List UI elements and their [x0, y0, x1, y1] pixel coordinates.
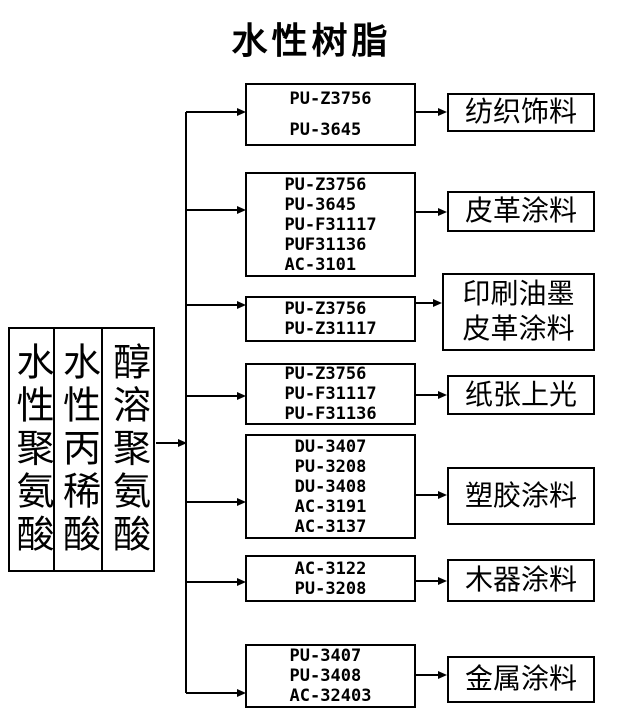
product-codes-box-1: PU-Z3756 PU-3645: [245, 83, 416, 146]
source-box-alcohol-soluble-polyurethane: 醇溶聚氨酸: [101, 327, 155, 572]
product-codes-text-5: DU-3407 PU-3208 DU-3408 AC-3191 AC-3137: [294, 436, 367, 537]
connector-group: [156, 108, 447, 697]
product-codes-box-4: PU-Z3756 PU-F31117 PU-F31136: [245, 363, 416, 425]
product-codes-text-1: PU-Z3756 PU-3645: [289, 88, 372, 140]
product-codes-text-4: PU-Z3756 PU-F31117 PU-F31136: [284, 364, 377, 424]
product-codes-box-2: PU-Z3756 PU-3645 PU-F31117 PUF31136 AC-3…: [245, 172, 416, 277]
application-box-wood: 木器涂料: [447, 559, 595, 602]
product-codes-box-3: PU-Z3756 PU-Z31117: [245, 296, 416, 342]
source-box-waterborne-acrylic: 水性丙稀酸: [53, 327, 103, 572]
application-box-metal: 金属涂料: [447, 656, 595, 703]
product-codes-text-6: AC-3122 PU-3208: [294, 558, 367, 599]
application-box-plastic: 塑胶涂料: [447, 467, 595, 525]
product-codes-box-6: AC-3122 PU-3208: [245, 555, 416, 602]
application-box-textile: 纺织饰料: [447, 93, 595, 132]
product-codes-text-7: PU-3407 PU-3408 AC-32403: [289, 646, 372, 706]
application-box-leather: 皮革涂料: [447, 191, 595, 232]
product-codes-box-5: DU-3407 PU-3208 DU-3408 AC-3191 AC-3137: [245, 434, 416, 539]
application-box-ink-leather: 印刷油墨 皮革涂料: [442, 273, 595, 351]
application-box-paper-glazing: 纸张上光: [447, 375, 595, 415]
product-codes-text-2: PU-Z3756 PU-3645 PU-F31117 PUF31136 AC-3…: [284, 174, 377, 275]
diagram-title: 水性树脂: [231, 21, 392, 61]
product-codes-box-7: PU-3407 PU-3408 AC-32403: [245, 644, 416, 708]
product-codes-text-3: PU-Z3756 PU-Z31117: [284, 299, 377, 339]
source-box-waterborne-polyurethane: 水性聚氨酸: [8, 327, 55, 572]
